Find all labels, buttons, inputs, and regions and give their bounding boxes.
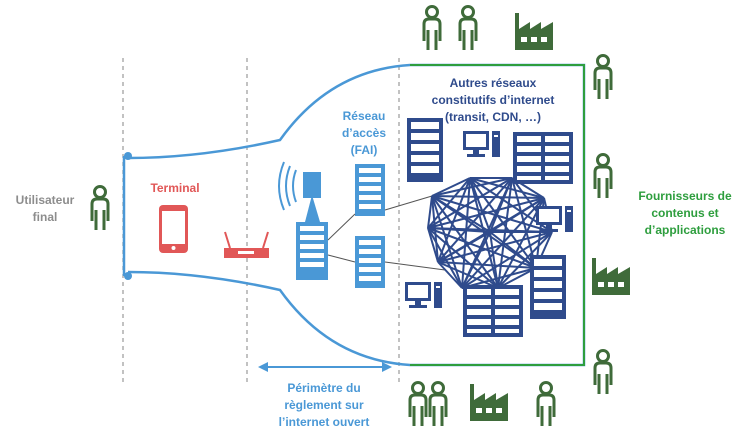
person-top-1-icon: [422, 5, 442, 52]
edge-dot-bottom: [124, 272, 132, 280]
link-server-bottom-mesh: [384, 261, 446, 271]
person-right-3-icon: [593, 349, 613, 396]
perimeter-arrow: [258, 362, 392, 372]
mesh-link: [427, 227, 491, 233]
antenna-icon: [278, 161, 328, 280]
internet-server-1-icon: [407, 118, 443, 182]
mesh-link: [431, 195, 491, 233]
mesh-link: [427, 177, 471, 229]
factory-right-icon: [592, 258, 630, 295]
link-server-top-mesh: [384, 195, 433, 211]
mesh-link: [431, 195, 463, 289]
person-top-2-icon: [458, 5, 478, 52]
mesh-link: [489, 177, 513, 233]
end-user-label: Utilisateur final: [15, 193, 75, 224]
internet-server-3-icon: [530, 255, 566, 319]
mesh-link: [489, 231, 537, 269]
mesh-link: [427, 197, 545, 229]
mesh-link: [427, 227, 499, 289]
access-server-bottom-icon: [355, 236, 385, 288]
mesh-link: [437, 231, 491, 263]
person-bottom-3-icon: [536, 381, 556, 428]
mesh-link: [461, 231, 491, 289]
other-networks-label: Autres réseaux constitutifs d’internet (…: [431, 76, 555, 124]
mesh-link: [497, 267, 537, 289]
link-antenna-server-bottom: [327, 254, 356, 263]
mesh-link: [489, 231, 499, 289]
providers-label: Fournisseurs de contenus et d’applicatio…: [638, 189, 732, 237]
internet-boundary: [410, 64, 585, 366]
smartphone-icon: [159, 205, 188, 253]
mesh-link: [437, 177, 471, 263]
end-user-person-icon: [90, 185, 110, 232]
mesh-link: [461, 177, 471, 289]
mesh-link: [431, 195, 553, 233]
edge-dot-top: [124, 152, 132, 160]
mesh-link: [469, 177, 491, 233]
mesh-link: [437, 261, 463, 289]
perimeter-label: Périmètre du règlement sur l’internet ou…: [278, 381, 370, 429]
computer-3-icon: [405, 282, 442, 308]
access-server-top-icon: [355, 164, 385, 216]
mesh-link: [489, 197, 545, 233]
factory-bottom-icon: [470, 384, 508, 421]
router-icon: [224, 231, 269, 258]
factory-top-icon: [515, 13, 553, 50]
terminal-label: Terminal: [150, 181, 200, 195]
internet-server-2-icon: [513, 132, 573, 184]
mesh-link: [437, 231, 553, 263]
link-antenna-server-top: [327, 213, 356, 241]
access-network-label: Réseau d’accès (FAI): [341, 109, 387, 157]
person-bottom-2-icon: [428, 381, 448, 428]
mesh-link: [427, 227, 439, 263]
computer-1-icon: [463, 131, 500, 157]
mesh-link: [431, 177, 471, 197]
person-right-1-icon: [593, 54, 613, 101]
person-bottom-1-icon: [408, 381, 428, 428]
mesh-link: [427, 177, 513, 229]
mesh-link: [461, 267, 537, 289]
mesh-link: [427, 195, 433, 229]
mesh-link: [437, 261, 537, 269]
person-right-2-icon: [593, 153, 613, 200]
internet-server-4-icon: [463, 285, 523, 337]
